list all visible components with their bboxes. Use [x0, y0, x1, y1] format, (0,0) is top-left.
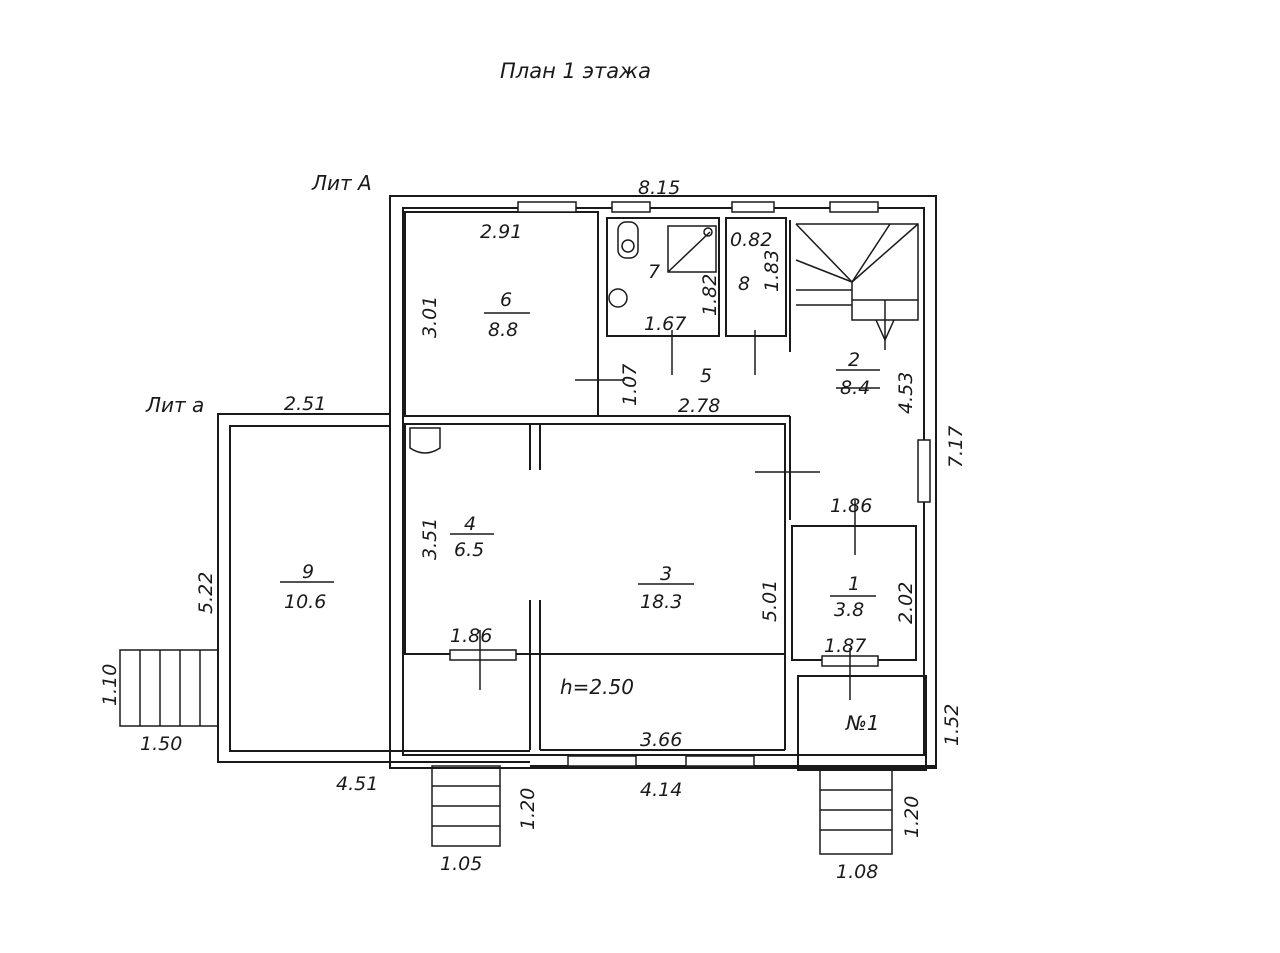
dim-stair-left-width: 1.50: [140, 733, 182, 755]
toilet-icon: [617, 221, 639, 259]
dim-stair-mid-height: 1.20: [517, 788, 539, 830]
window-top-2: [611, 201, 651, 213]
window-room4: [449, 649, 517, 661]
room-4-number: 4: [464, 513, 476, 535]
dim-room1-width: 1.87: [824, 635, 866, 657]
dim-stair-mid-width: 1.05: [440, 853, 482, 875]
room-8-number: 8: [738, 273, 750, 295]
dim-room3-width: 3.66: [640, 729, 682, 751]
stairs: [119, 223, 919, 855]
dim-room4-width: 1.86: [450, 625, 492, 647]
dim-room8-width: 0.82: [730, 229, 772, 251]
room-1-area: 3.8: [834, 599, 864, 621]
door-marks: [479, 330, 880, 700]
room-4-area: 6.5: [454, 539, 484, 561]
dim-corridor-width: 2.78: [678, 395, 720, 417]
stove-icon: [409, 427, 441, 454]
dim-right-total: 7.17: [945, 426, 967, 468]
dim-room9-height: 5.22: [195, 572, 217, 614]
stair-arrow-icon: [875, 319, 895, 342]
room-2-area: 8.4: [840, 377, 870, 399]
dim-room6-width: 2.91: [480, 221, 522, 243]
room-1-number: 1: [848, 573, 860, 595]
room-7-number: 7: [648, 261, 660, 283]
porch-label: №1: [845, 711, 880, 735]
dim-room7-height: 1.82: [699, 274, 721, 316]
window-top-3: [731, 201, 775, 213]
room-3-area: 18.3: [640, 591, 682, 613]
label-lit-a-lower: Лит а: [145, 393, 204, 417]
label-lit-a-upper: Лит А: [311, 171, 372, 195]
dim-room8-height: 1.83: [761, 250, 783, 292]
stair-right: [819, 769, 893, 855]
dim-stair-right-height: 1.20: [901, 796, 923, 838]
room-7-wall: [606, 217, 720, 337]
window-top-1: [517, 201, 577, 213]
window-bottom-2: [685, 755, 755, 767]
shower-icon: [667, 225, 717, 273]
sink-icon: [608, 288, 628, 308]
dim-room2-height: 4.53: [895, 372, 917, 414]
dim-room6-height: 3.01: [419, 296, 441, 338]
dim-room3-height: 5.01: [759, 580, 781, 622]
room-3-number: 3: [660, 563, 672, 585]
room-8-wall: [725, 217, 787, 337]
room-6-number: 6: [500, 289, 512, 311]
room-6-area: 8.8: [488, 319, 518, 341]
window-bottom-1: [567, 755, 637, 767]
dim-room9-bottom: 4.51: [336, 773, 378, 795]
fixtures: [409, 221, 717, 454]
main-outer-wall: [389, 195, 937, 769]
inner-stair-outline: [796, 223, 919, 321]
windows: [449, 201, 931, 767]
plan-title: План 1 этажа: [500, 59, 651, 83]
dim-stair-right-width: 1.08: [836, 861, 878, 883]
dim-corridor-height: 1.07: [619, 364, 641, 406]
dim-room1-height: 2.02: [895, 582, 917, 624]
dim-room7-width: 1.67: [644, 313, 686, 335]
annex-inner: [229, 425, 391, 752]
dim-room4-height: 3.51: [419, 518, 441, 560]
area-fraction-bars: [280, 312, 880, 597]
room-9-area: 10.6: [284, 591, 326, 613]
dim-bottom-main: 4.14: [640, 779, 682, 801]
dim-room9-top: 2.51: [284, 393, 326, 415]
ceiling-height: h=2.50: [560, 675, 634, 699]
room-5-number: 5: [700, 365, 712, 387]
window-right: [917, 439, 931, 503]
dim-porch-height: 1.52: [941, 704, 963, 746]
stair-left: [119, 649, 219, 727]
dim-stair-left-height: 1.10: [99, 664, 121, 706]
walls: [217, 195, 937, 771]
dim-top-total: 8.15: [638, 177, 680, 199]
dim-room2-bottom: 1.86: [830, 495, 872, 517]
room-9-number: 9: [302, 561, 314, 583]
annex-outer: [217, 413, 391, 763]
window-top-4: [829, 201, 879, 213]
room-2-number: 2: [848, 349, 860, 371]
